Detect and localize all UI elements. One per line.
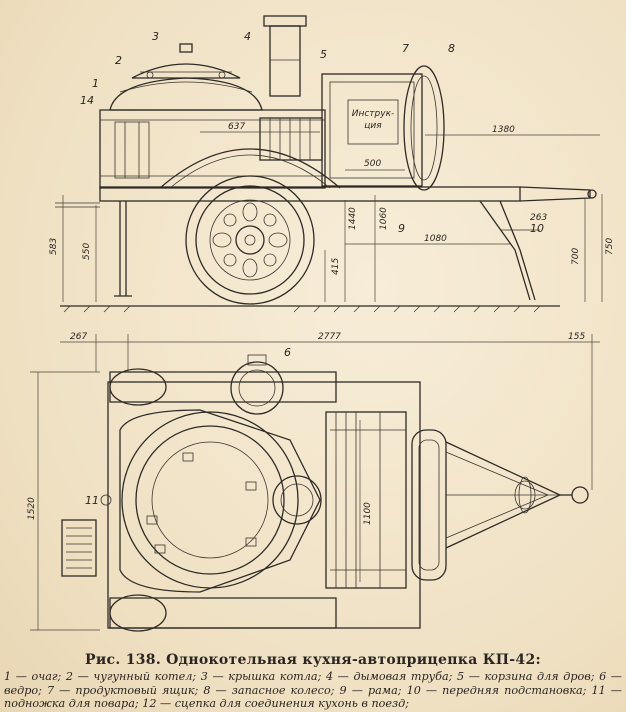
top-support-lower (109, 594, 167, 632)
cauldron (109, 77, 263, 111)
main-wheel (185, 175, 315, 305)
top-cauldron-rim (121, 411, 299, 589)
chimney-pipe (269, 25, 301, 97)
cook-footboard (61, 519, 97, 577)
dim-267: 267 (70, 332, 87, 342)
label-part-5: 5 (320, 48, 327, 61)
dim-1520: 1520 (27, 497, 37, 520)
top-chimney (272, 475, 322, 525)
figure-caption: Рис. 138. Однокотельная кухня-автоприцеп… (85, 652, 541, 668)
frame-rail (99, 186, 521, 202)
dim-1440: 1440 (348, 207, 358, 230)
firewood-basket (259, 117, 323, 161)
dim-263: 263 (530, 213, 547, 223)
dim-1100: 1100 (363, 502, 373, 525)
spare-wheel (403, 65, 445, 191)
cauldron-lid (131, 63, 241, 79)
label-part-14: 14 (80, 94, 94, 107)
dim-415: 415 (331, 258, 341, 275)
dim-2777: 2777 (318, 332, 341, 342)
top-fender-upper (109, 371, 337, 403)
top-support-upper (109, 368, 167, 406)
top-view: 6 11 267 2777 155 1520 1100 (27, 332, 600, 632)
side-view-dimensions: 637 1380 500 1440 1060 1080 583 550 415 … (49, 122, 615, 275)
label-part-2: 2 (115, 54, 122, 67)
dim-1060: 1060 (379, 207, 389, 230)
dim-700: 700 (571, 248, 581, 265)
top-stove-body (119, 409, 321, 593)
dim-1080: 1080 (424, 234, 447, 244)
box-label-line1: Инструк- (352, 109, 395, 119)
dim-500: 500 (364, 159, 381, 169)
side-view: Инструк- ция (49, 15, 615, 313)
label-part-3: 3 (152, 30, 159, 43)
label-part-10: 10 (530, 222, 544, 235)
dim-750: 750 (605, 238, 615, 255)
dim-637: 637 (228, 122, 245, 132)
dim-155: 155 (568, 332, 585, 342)
top-food-box (325, 411, 407, 589)
label-part-8: 8 (448, 42, 455, 55)
side-view-part-labels: 1 2 3 4 5 7 8 9 10 14 (80, 30, 544, 235)
bucket (230, 361, 284, 415)
dim-1380: 1380 (492, 125, 515, 135)
box-label-line2: ция (364, 121, 382, 131)
top-fender-lower (109, 597, 337, 629)
front-support (479, 200, 531, 301)
technical-drawing: Инструк- ция (27, 15, 615, 632)
drawbar (519, 186, 591, 202)
dim-583: 583 (49, 238, 59, 255)
tow-eye (571, 486, 589, 504)
wheel-fender (159, 148, 341, 189)
food-box (321, 73, 423, 187)
label-part-7: 7 (402, 42, 409, 55)
label-part-11: 11 (85, 494, 99, 507)
figure-legend: 1 — очаг; 2 — чугунный котел; 3 — крышка… (4, 670, 622, 710)
dim-550: 550 (82, 243, 92, 260)
top-frame (107, 381, 421, 629)
label-part-9: 9 (398, 222, 405, 235)
label-part-4: 4 (244, 30, 251, 43)
label-part-6: 6 (284, 346, 291, 359)
label-part-1: 1 (92, 77, 99, 90)
top-spare-wheel (411, 429, 447, 581)
